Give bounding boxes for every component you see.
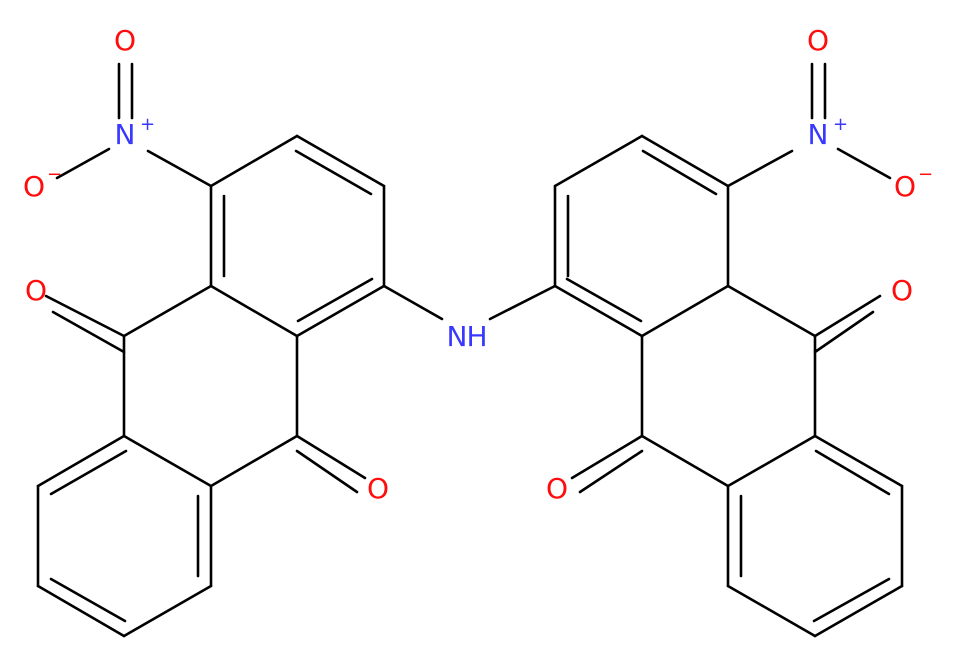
nitro-left-o-top: O xyxy=(114,24,136,57)
bond xyxy=(122,584,213,638)
bond xyxy=(836,147,892,180)
bond xyxy=(296,277,374,323)
oxygen-left-mid: O xyxy=(25,274,47,307)
bond xyxy=(565,277,643,323)
nitro-right-o-top: O xyxy=(807,24,829,57)
bond xyxy=(295,449,359,494)
bond xyxy=(812,577,891,623)
nitro-left-n: N xyxy=(115,118,136,151)
nitro-left-minus: − xyxy=(47,164,62,185)
nitro-right-minus: − xyxy=(918,164,933,185)
bond xyxy=(553,134,644,188)
bond xyxy=(51,310,126,354)
bond xyxy=(726,284,817,338)
oxygen-right-low: O xyxy=(546,472,568,505)
bond xyxy=(295,134,386,188)
oxygen-left-low: O xyxy=(367,472,389,505)
bond xyxy=(209,134,299,188)
bond xyxy=(813,584,904,638)
bond xyxy=(640,134,730,188)
bond xyxy=(726,434,817,488)
bond xyxy=(640,434,730,488)
bond xyxy=(49,577,127,623)
bond xyxy=(553,284,644,338)
bond xyxy=(813,310,875,354)
nitro-left-plus: + xyxy=(140,114,155,135)
amine-n: N xyxy=(447,320,468,353)
bond xyxy=(55,147,111,180)
bond xyxy=(813,434,904,488)
nitro-right-plus: + xyxy=(833,114,848,135)
bond xyxy=(36,434,126,488)
oxygen-right-mid: O xyxy=(891,274,913,307)
bond xyxy=(209,284,299,338)
bond xyxy=(122,434,213,488)
bond xyxy=(209,434,299,488)
bond xyxy=(570,434,644,480)
bond xyxy=(146,149,213,188)
bond xyxy=(44,294,126,338)
bond xyxy=(726,149,794,188)
bond xyxy=(814,449,891,496)
bond xyxy=(813,294,882,338)
bond xyxy=(122,284,213,338)
bond xyxy=(295,434,367,480)
nitro-right-o-minus: O xyxy=(894,170,916,203)
bond xyxy=(726,584,817,638)
bond xyxy=(294,149,373,196)
amine-h: H xyxy=(466,320,487,353)
bonds xyxy=(36,62,904,638)
nitro-right-n: N xyxy=(808,118,829,151)
bond xyxy=(640,284,730,338)
bond xyxy=(295,284,386,338)
bond xyxy=(641,149,718,196)
bond xyxy=(49,449,128,496)
nitro-left-o-minus: O xyxy=(23,170,45,203)
bond xyxy=(488,284,557,321)
atom-labels: O N + O − O O N H O N + O − O O xyxy=(23,24,933,505)
bond xyxy=(36,584,126,638)
bond xyxy=(382,284,444,321)
bond xyxy=(578,449,644,494)
